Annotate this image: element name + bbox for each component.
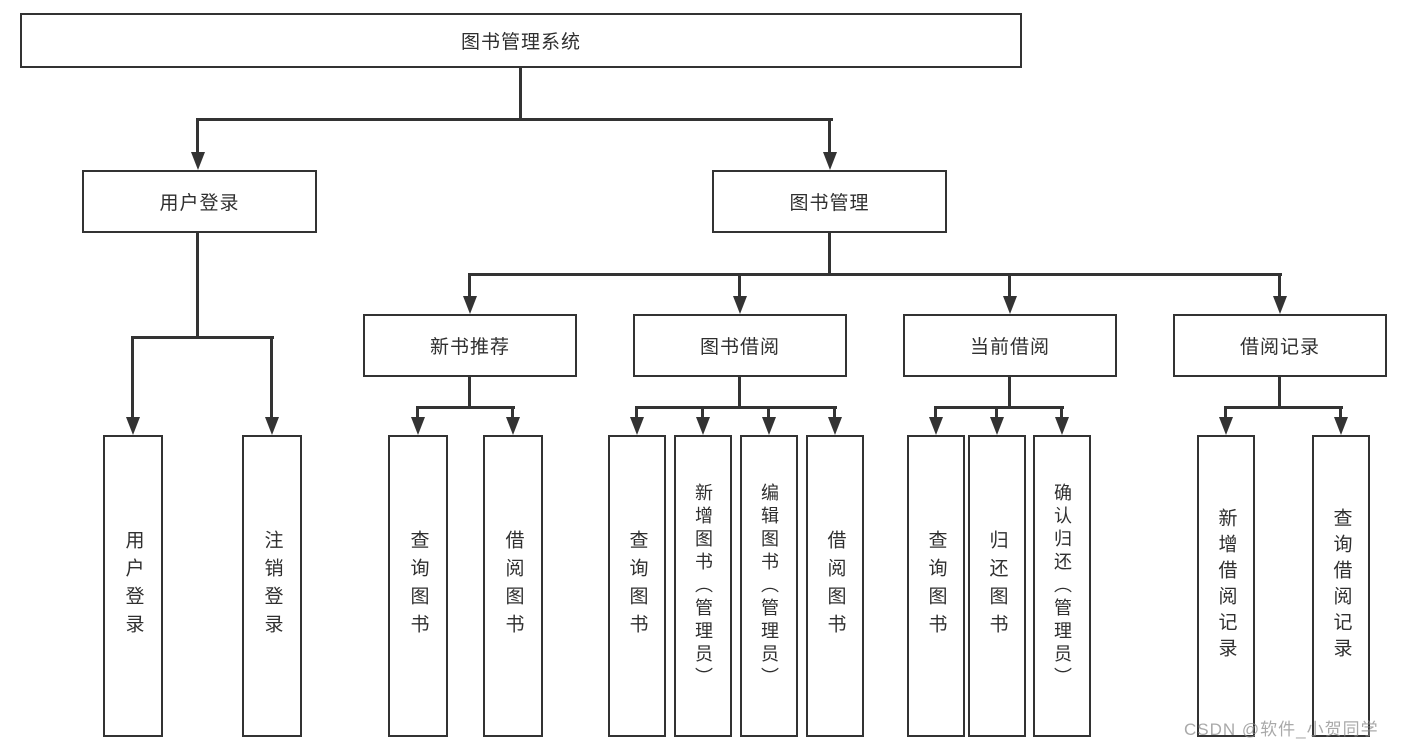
leaf-query-borrow-record: 查询借阅记录 xyxy=(1312,435,1370,737)
connector-mgmt-drop-1 xyxy=(468,273,471,299)
arrow-down-icon xyxy=(762,417,776,435)
arrow-down-icon xyxy=(265,417,279,435)
node-book-borrow-label: 图书借阅 xyxy=(699,337,780,358)
connector-login-drop-1 xyxy=(131,336,134,420)
leaf-recommend-query-books-label: 查询图书 xyxy=(407,530,429,642)
leaf-borrow-books-label: 借阅图书 xyxy=(824,530,846,642)
connector-root-drop-1 xyxy=(196,118,199,154)
leaf-query-borrow-record-label: 查询借阅记录 xyxy=(1330,508,1352,664)
leaf-current-query-books-label: 查询图书 xyxy=(925,530,947,642)
leaf-add-borrow-record: 新增借阅记录 xyxy=(1197,435,1255,737)
arrow-down-icon xyxy=(990,417,1004,435)
arrow-down-icon xyxy=(630,417,644,435)
arrow-down-icon xyxy=(126,417,140,435)
connector-records-rail xyxy=(1224,406,1343,409)
node-root: 图书管理系统 xyxy=(20,13,1022,68)
arrow-down-icon xyxy=(733,296,747,314)
arrow-down-icon xyxy=(1273,296,1287,314)
node-current-borrow: 当前借阅 xyxy=(903,314,1117,377)
connector-borrow-stem xyxy=(738,377,741,409)
arrow-down-icon xyxy=(1055,417,1069,435)
arrow-down-icon xyxy=(696,417,710,435)
connector-current-drop-3 xyxy=(1060,406,1063,420)
leaf-add-books-admin: 新增图书（管理员） xyxy=(674,435,732,737)
node-borrow-records: 借阅记录 xyxy=(1173,314,1387,377)
arrow-down-icon xyxy=(929,417,943,435)
connector-mgmt-drop-4 xyxy=(1278,273,1281,299)
connector-root-rail xyxy=(196,118,833,121)
leaf-return-books-label: 归还图书 xyxy=(986,530,1008,642)
leaf-confirm-return-admin: 确认归还（管理员） xyxy=(1033,435,1091,737)
connector-borrow-rail xyxy=(635,406,837,409)
connector-records-stem xyxy=(1278,377,1281,409)
connector-borrow-drop-1 xyxy=(635,406,638,420)
connector-login-rail xyxy=(131,336,274,339)
leaf-add-borrow-record-label: 新增借阅记录 xyxy=(1215,508,1237,664)
arrow-down-icon xyxy=(1003,296,1017,314)
node-user-login-branch-label: 用户登录 xyxy=(159,193,240,214)
arrow-down-icon xyxy=(506,417,520,435)
leaf-borrow-query-books: 查询图书 xyxy=(608,435,666,737)
arrow-down-icon xyxy=(828,417,842,435)
leaf-logout-label: 注销登录 xyxy=(261,530,283,642)
leaf-borrow-books: 借阅图书 xyxy=(806,435,864,737)
node-book-borrow: 图书借阅 xyxy=(633,314,847,377)
node-new-book-recommend: 新书推荐 xyxy=(363,314,577,377)
leaf-recommend-borrow-books-label: 借阅图书 xyxy=(502,530,524,642)
node-new-book-recommend-label: 新书推荐 xyxy=(429,337,510,358)
connector-mgmt-drop-2 xyxy=(738,273,741,299)
arrow-down-icon xyxy=(411,417,425,435)
connector-mgmt-rail xyxy=(468,273,1282,276)
arrow-down-icon xyxy=(1334,417,1348,435)
connector-recommend-drop-1 xyxy=(416,406,419,420)
connector-current-drop-1 xyxy=(934,406,937,420)
csdn-watermark: CSDN @软件_小贺同学 xyxy=(1184,720,1379,739)
arrow-down-icon xyxy=(1219,417,1233,435)
connector-root-stem xyxy=(519,68,522,121)
leaf-current-query-books: 查询图书 xyxy=(907,435,965,737)
node-root-label: 图书管理系统 xyxy=(460,32,581,53)
connector-root-drop-2 xyxy=(828,118,831,154)
node-borrow-records-label: 借阅记录 xyxy=(1239,337,1320,358)
node-current-borrow-label: 当前借阅 xyxy=(969,337,1050,358)
leaf-add-books-admin-label: 新增图书（管理员） xyxy=(693,482,713,690)
leaf-confirm-return-admin-label: 确认归还（管理员） xyxy=(1052,482,1072,690)
connector-recommend-stem xyxy=(468,377,471,409)
arrow-down-icon xyxy=(823,152,837,170)
connector-current-drop-2 xyxy=(995,406,998,420)
arrow-down-icon xyxy=(463,296,477,314)
connector-borrow-drop-3 xyxy=(767,406,770,420)
connector-borrow-drop-4 xyxy=(833,406,836,420)
connector-recommend-drop-2 xyxy=(511,406,514,420)
node-book-management-branch-label: 图书管理 xyxy=(789,193,870,214)
leaf-recommend-query-books: 查询图书 xyxy=(388,435,448,737)
leaf-borrow-query-books-label: 查询图书 xyxy=(626,530,648,642)
leaf-logout: 注销登录 xyxy=(242,435,302,737)
connector-recommend-rail xyxy=(416,406,515,409)
leaf-recommend-borrow-books: 借阅图书 xyxy=(483,435,543,737)
leaf-edit-books-admin-label: 编辑图书（管理员） xyxy=(759,482,779,690)
connector-mgmt-drop-3 xyxy=(1008,273,1011,299)
connector-login-stem xyxy=(196,233,199,339)
leaf-user-login: 用户登录 xyxy=(103,435,163,737)
connector-login-drop-2 xyxy=(270,336,273,420)
node-user-login-branch: 用户登录 xyxy=(82,170,317,233)
connector-borrow-drop-2 xyxy=(701,406,704,420)
connector-mgmt-stem xyxy=(828,233,831,276)
connector-records-drop-1 xyxy=(1224,406,1227,420)
connector-current-stem xyxy=(1008,377,1011,409)
leaf-edit-books-admin: 编辑图书（管理员） xyxy=(740,435,798,737)
leaf-user-login-label: 用户登录 xyxy=(122,530,144,642)
node-book-management-branch: 图书管理 xyxy=(712,170,947,233)
arrow-down-icon xyxy=(191,152,205,170)
leaf-return-books: 归还图书 xyxy=(968,435,1026,737)
connector-records-drop-2 xyxy=(1339,406,1342,420)
connector-current-rail xyxy=(934,406,1064,409)
